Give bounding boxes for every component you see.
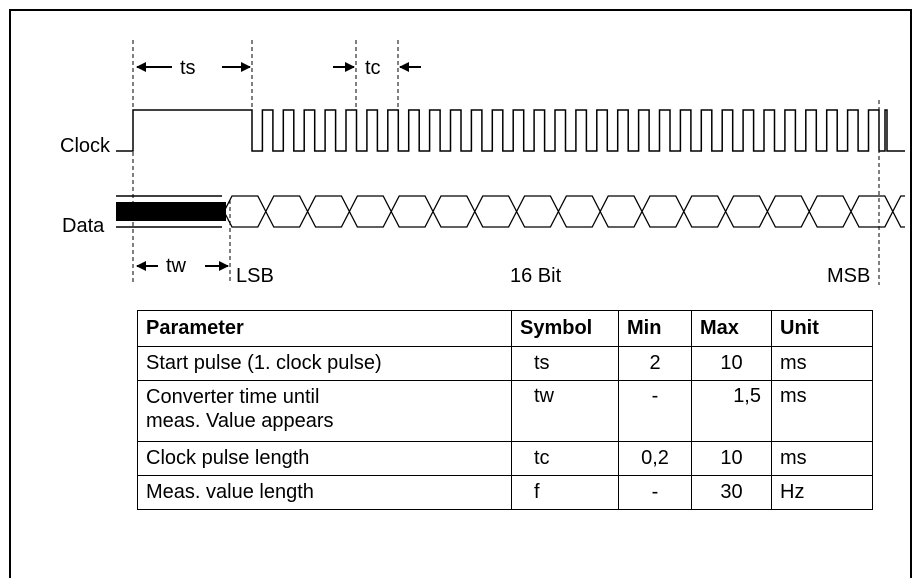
cell-symbol: tc: [511, 441, 619, 476]
cell-max: 1,5: [691, 380, 772, 442]
lsb-label: LSB: [236, 265, 274, 287]
header-unit: Unit: [771, 310, 873, 347]
cell-parameter: Meas. value length: [137, 475, 512, 510]
table-row: Converter time until meas. Value appears…: [137, 380, 873, 442]
timing-diagram: ts tc Clock Data tw LSB 16 Bit MSB: [60, 40, 905, 287]
clock-label: Clock: [60, 135, 111, 157]
cell-unit: Hz: [771, 475, 873, 510]
cell-parameter: Clock pulse length: [137, 441, 512, 476]
cell-min: 0,2: [618, 441, 692, 476]
table-row: Clock pulse length tc 0,2 10 ms: [137, 441, 873, 476]
cell-max: 10: [691, 346, 772, 381]
cell-unit: ms: [771, 380, 873, 442]
ts-label: ts: [180, 57, 196, 79]
cell-parameter: Start pulse (1. clock pulse): [137, 346, 512, 381]
data-undefined-block: [116, 202, 226, 221]
cell-symbol: f: [511, 475, 619, 510]
table-row: Meas. value length f - 30 Hz: [137, 475, 873, 510]
cell-unit: ms: [771, 346, 873, 381]
cell-max: 10: [691, 441, 772, 476]
diagram-frame: [9, 9, 912, 578]
msb-label: MSB: [827, 265, 870, 287]
cell-unit: ms: [771, 441, 873, 476]
data-label: Data: [62, 215, 105, 237]
header-parameter: Parameter: [137, 310, 512, 347]
header-min: Min: [618, 310, 692, 347]
cell-min: -: [618, 380, 692, 442]
tc-label: tc: [365, 57, 381, 79]
clock-waveform: [116, 109, 905, 152]
bits-label: 16 Bit: [510, 265, 562, 287]
data-bit-eyes: [223, 195, 905, 228]
cell-symbol: ts: [511, 346, 619, 381]
cell-max: 30: [691, 475, 772, 510]
cell-min: -: [618, 475, 692, 510]
cell-parameter: Converter time until meas. Value appears: [137, 380, 512, 442]
reference-lines: [132, 40, 880, 285]
header-symbol: Symbol: [511, 310, 619, 347]
parameter-table: Parameter Symbol Min Max Unit Start puls…: [137, 310, 873, 510]
cell-min: 2: [618, 346, 692, 381]
table-row: Start pulse (1. clock pulse) ts 2 10 ms: [137, 346, 873, 381]
tw-label: tw: [166, 255, 187, 277]
cell-symbol: tw: [511, 380, 619, 442]
header-max: Max: [691, 310, 772, 347]
table-header-row: Parameter Symbol Min Max Unit: [137, 310, 873, 347]
